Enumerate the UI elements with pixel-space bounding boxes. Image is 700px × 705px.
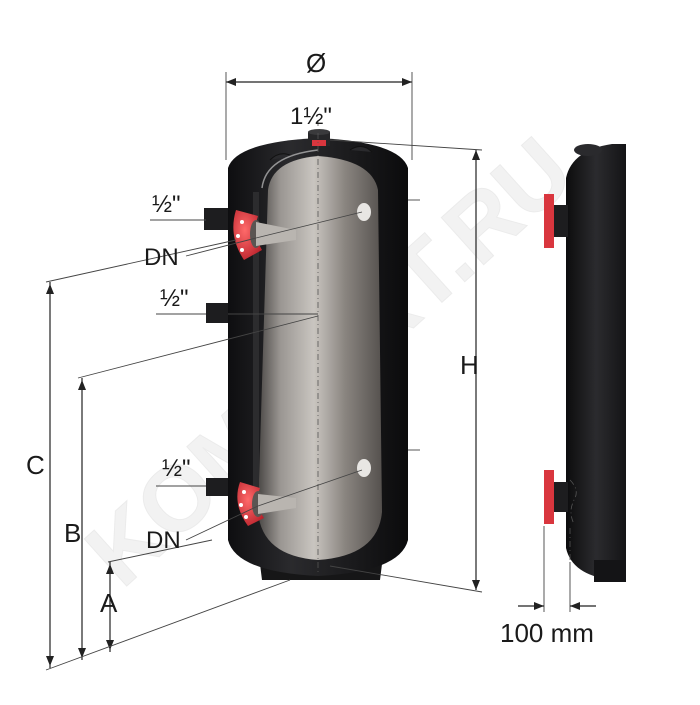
socket-lower-half-inch <box>206 478 228 496</box>
side-flange-lower <box>544 470 554 524</box>
label-dim-b: B <box>64 518 81 548</box>
label-lower-dn: DN <box>146 527 181 554</box>
dimension-clearance <box>518 526 596 612</box>
dimension-diameter <box>225 72 413 160</box>
flange-lower-dn <box>237 482 296 526</box>
label-height: H <box>460 350 479 380</box>
inner-vessel <box>258 156 382 560</box>
label-diameter: Ø <box>306 48 326 78</box>
side-tank-body <box>566 144 626 580</box>
label-top-connection: 1½" <box>290 103 332 130</box>
dimension-height <box>329 139 483 593</box>
label-upper-dn: DN <box>144 244 179 271</box>
label-dim-a: A <box>100 588 118 618</box>
side-flange-upper <box>544 194 554 248</box>
dimension-a <box>106 539 213 652</box>
side-view-tank <box>544 144 626 582</box>
label-middle-half-inch: ½" <box>160 285 189 312</box>
dimension-b <box>77 315 319 660</box>
label-upper-half-inch: ½" <box>152 191 181 218</box>
label-dim-c: C <box>26 450 45 480</box>
label-clearance: 100 mm <box>500 618 594 648</box>
label-lower-half-inch: ½" <box>162 455 191 482</box>
dimension-c <box>45 239 237 668</box>
socket-middle-half-inch <box>206 303 228 323</box>
flange-upper-dn <box>233 210 296 260</box>
main-tank <box>204 120 420 580</box>
socket-upper-half-inch <box>204 208 228 230</box>
